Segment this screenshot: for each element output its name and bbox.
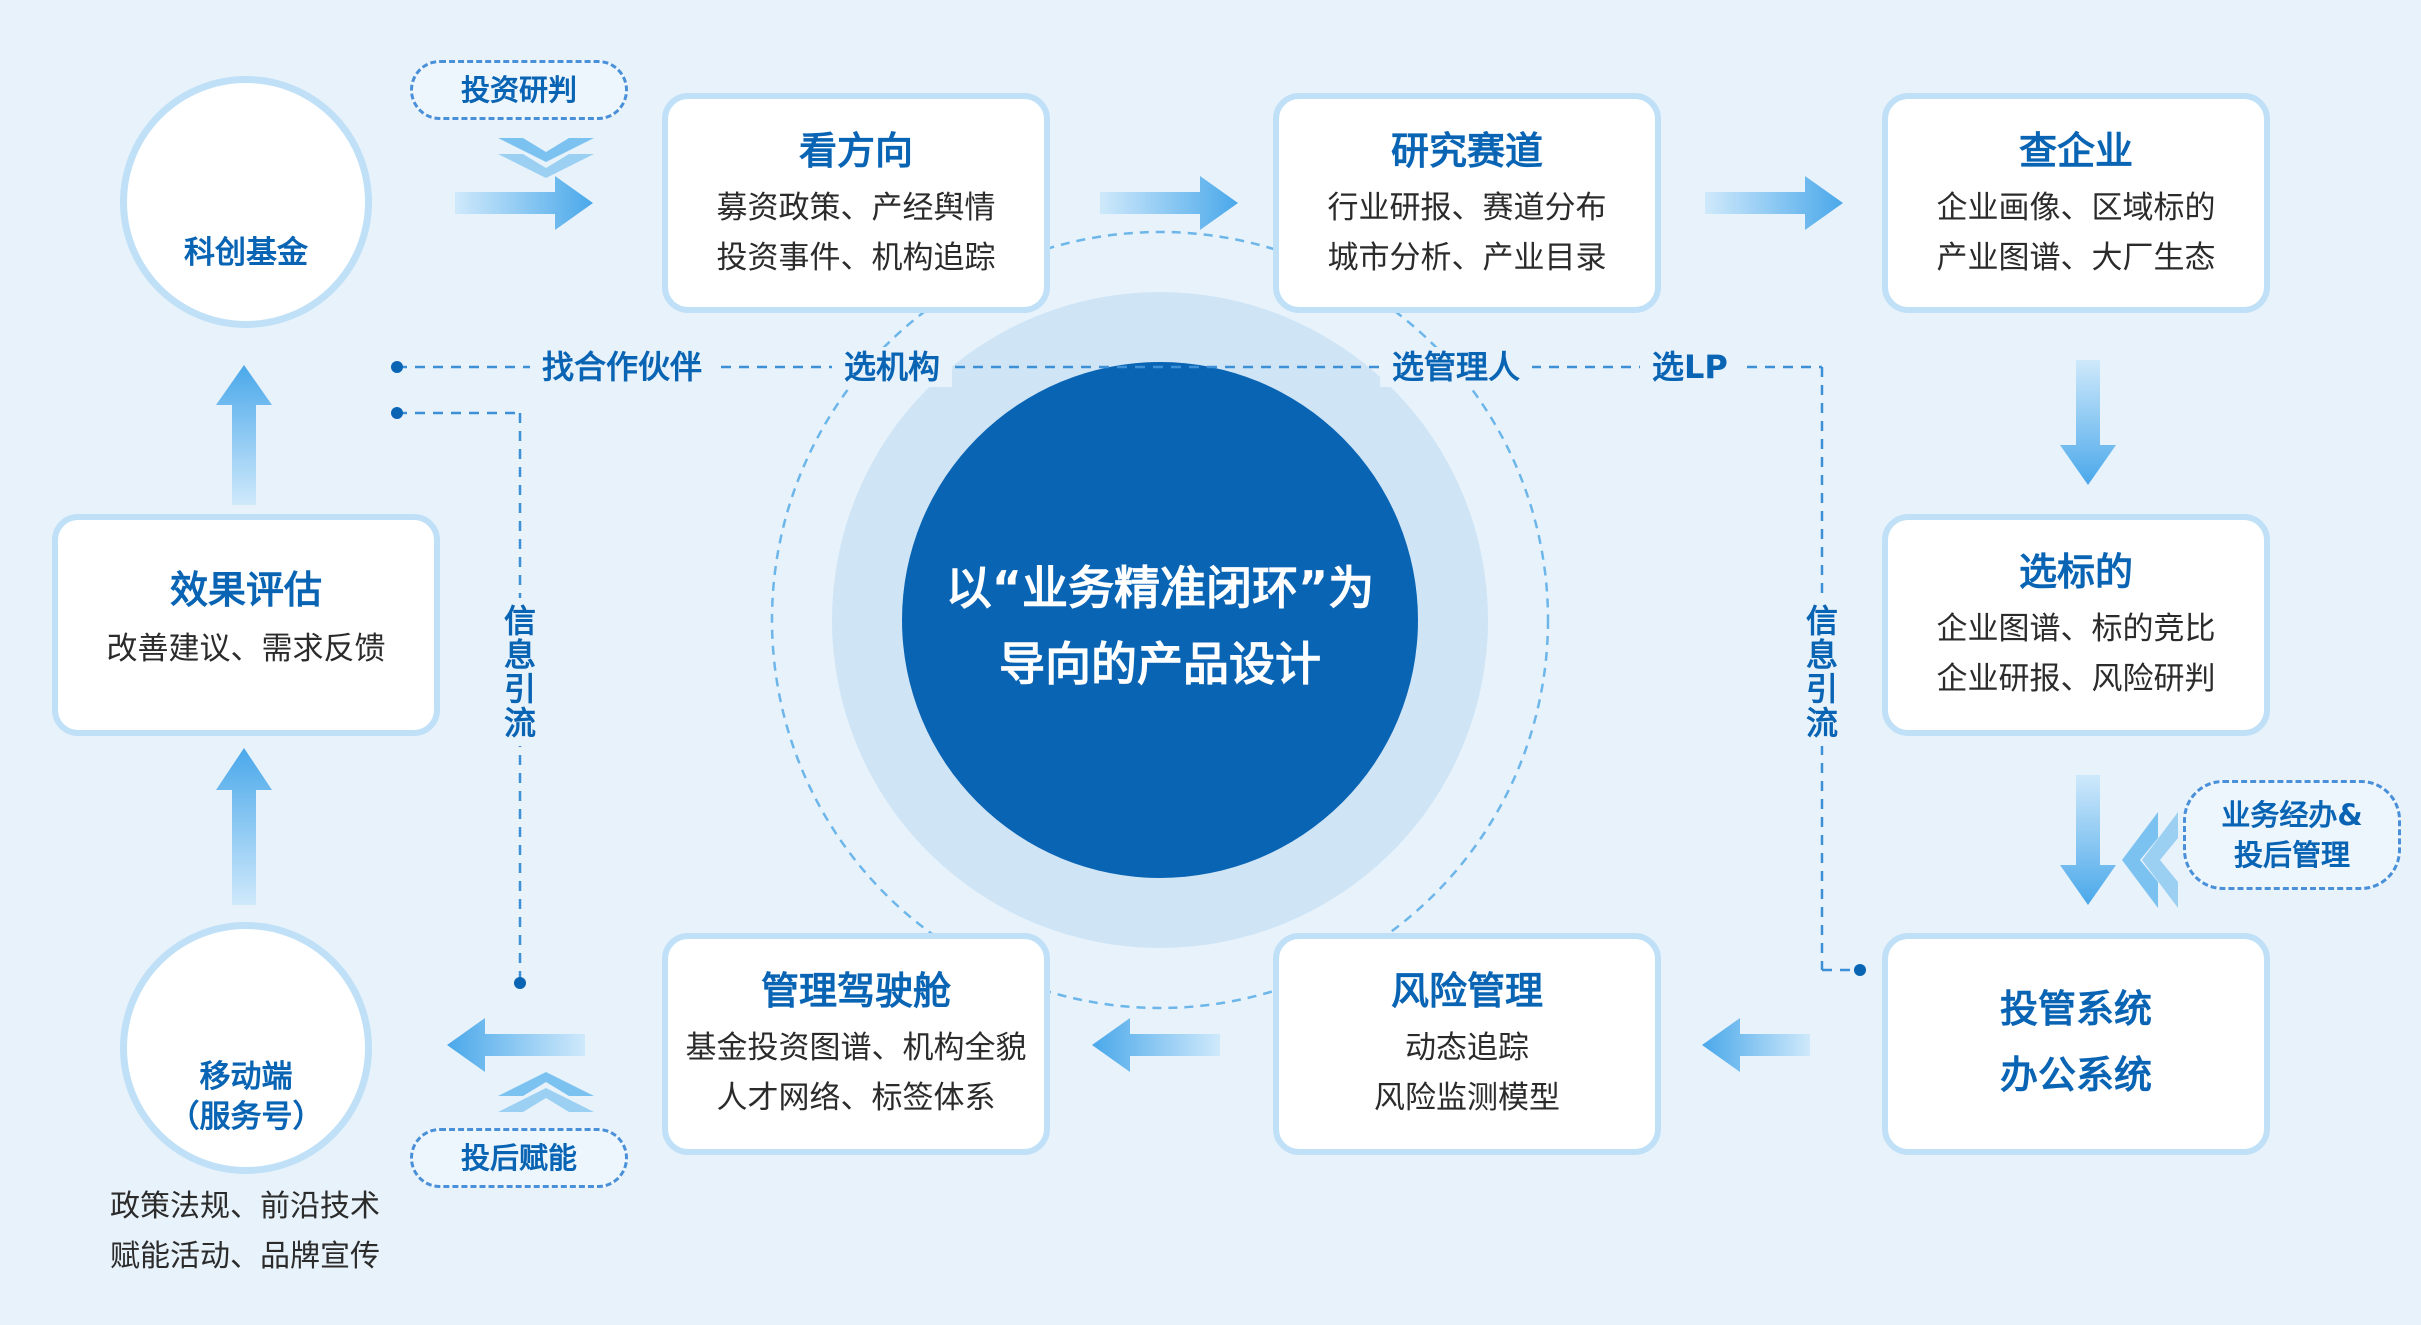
- connector-dot: [1854, 964, 1866, 976]
- chevron-up-icon: [498, 1072, 594, 1096]
- arrow-up: [216, 748, 272, 905]
- box-track-line2: 城市分析、产业目录: [1327, 240, 1607, 276]
- box-direction: 看方向 募资政策、产经舆情 投资事件、机构追踪: [662, 93, 1050, 313]
- chevron-down-icon: [498, 154, 594, 178]
- box-enterprise: 查企业 企业画像、区域标的 产业图谱、大厂生态: [1882, 93, 2270, 313]
- mobile-caption-1: 政策法规、前沿技术: [110, 1189, 380, 1224]
- mobile-caption-2: 赋能活动、品牌宣传: [110, 1239, 380, 1274]
- box-target-title: 选标的: [2018, 550, 2133, 594]
- connector-dot: [391, 361, 403, 373]
- box-risk-line1: 动态追踪: [1405, 1030, 1529, 1066]
- chevron-left-icon: [2142, 812, 2178, 908]
- box-system-line2: 办公系统: [1999, 1053, 2152, 1097]
- chevron-down-icon: [498, 138, 594, 162]
- center-title: 以“业务精准闭环”为 导向的产品设计: [904, 550, 1416, 702]
- fund-label: 科创基金: [184, 235, 308, 271]
- box-system-line1: 投管系统: [1999, 987, 2152, 1031]
- box-cockpit-title: 管理驾驶舱: [760, 969, 951, 1013]
- label-choose-manager: 选管理人: [1380, 347, 1533, 387]
- label-info-traffic-left: 信息引流: [500, 598, 540, 746]
- outer-dashed-ring: [770, 230, 1550, 1010]
- arrow-right: [455, 176, 593, 230]
- chevron-up-icon: [498, 1088, 594, 1112]
- box-direction-title: 看方向: [798, 129, 913, 173]
- box-direction-line2: 投资事件、机构追踪: [716, 240, 996, 276]
- box-evaluation: 效果评估 改善建议、需求反馈: [52, 514, 440, 736]
- pill-research: 投资研判: [410, 60, 628, 120]
- mobile-sublabel: （服务号）: [168, 1099, 324, 1135]
- label-choose-lp: 选LP: [1640, 347, 1740, 387]
- pill-business: 业务经办& 投后管理: [2183, 780, 2401, 890]
- box-evaluation-line1: 改善建议、需求反馈: [106, 631, 386, 667]
- pill-business-line2: 投后管理: [2233, 838, 2350, 872]
- center-title-line2: 导向的产品设计: [999, 637, 1321, 691]
- box-cockpit-line1: 基金投资图谱、机构全貌: [685, 1030, 1027, 1066]
- connector-dot: [391, 407, 403, 419]
- box-cockpit: 管理驾驶舱 基金投资图谱、机构全貌 人才网络、标签体系: [662, 933, 1050, 1155]
- pill-business-line1: 业务经办&: [2221, 798, 2363, 832]
- box-enterprise-title: 查企业: [2018, 129, 2133, 173]
- box-track: 研究赛道 行业研报、赛道分布 城市分析、产业目录: [1273, 93, 1661, 313]
- arrow-left: [1702, 1018, 1810, 1072]
- box-target: 选标的 企业图谱、标的竞比 企业研报、风险研判: [1882, 514, 2270, 736]
- box-risk-title: 风险管理: [1390, 969, 1543, 1013]
- arrow-down: [2060, 775, 2116, 905]
- box-track-title: 研究赛道: [1390, 129, 1543, 173]
- arrow-down: [2060, 360, 2116, 485]
- label-choose-institution: 选机构: [832, 347, 953, 387]
- box-cockpit-line2: 人才网络、标签体系: [716, 1080, 996, 1116]
- box-track-line1: 行业研报、赛道分布: [1327, 190, 1607, 226]
- arrow-right: [1705, 176, 1843, 230]
- fund-circle: 科创基金: [120, 76, 372, 328]
- mobile-label: 移动端: [199, 1059, 293, 1095]
- box-target-line1: 企业图谱、标的竞比: [1936, 611, 2216, 647]
- box-risk: 风险管理 动态追踪 风险监测模型: [1273, 933, 1661, 1155]
- box-evaluation-title: 效果评估: [169, 568, 322, 612]
- box-target-line2: 企业研报、风险研判: [1936, 661, 2216, 697]
- arrow-up: [216, 365, 272, 505]
- chevron-left-icon: [2122, 812, 2158, 908]
- center-circle: [902, 362, 1418, 878]
- center-title-line1: 以“业务精准闭环”为: [945, 561, 1375, 615]
- mobile-circle: 移动端 （服务号）: [120, 922, 372, 1174]
- box-enterprise-line1: 企业画像、区域标的: [1936, 190, 2216, 226]
- box-risk-line2: 风险监测模型: [1374, 1080, 1560, 1116]
- arrow-left: [1092, 1018, 1220, 1072]
- connector-dot: [514, 977, 526, 989]
- label-find-partner: 找合作伙伴: [530, 347, 715, 387]
- pill-empower: 投后赋能: [410, 1128, 628, 1188]
- arrow-left: [447, 1018, 585, 1072]
- box-enterprise-line2: 产业图谱、大厂生态: [1936, 240, 2216, 276]
- box-system: 投管系统 办公系统: [1882, 933, 2270, 1155]
- label-info-traffic-right: 信息引流: [1802, 598, 1842, 746]
- arrow-right: [1100, 176, 1238, 230]
- box-direction-line1: 募资政策、产经舆情: [716, 190, 996, 226]
